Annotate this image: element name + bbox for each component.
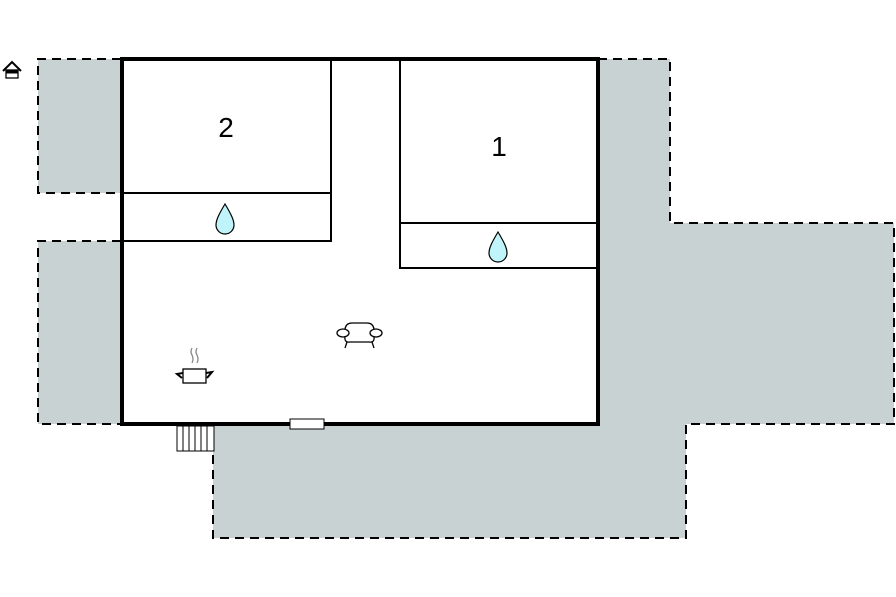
room-bedroom-1 — [399, 59, 598, 269]
stairs-icon — [176, 425, 215, 452]
room-label-2: 2 — [218, 112, 234, 143]
terrace-left-top — [37, 58, 121, 194]
sofa-icon — [336, 322, 383, 349]
terrace-left-bottom — [37, 240, 121, 425]
cooking-pot-icon — [174, 347, 215, 384]
water-drop-icon — [215, 202, 235, 235]
water-drop-icon — [488, 230, 508, 263]
room-bedroom-2 — [122, 59, 332, 242]
door-icon — [289, 418, 325, 430]
room-label-1: 1 — [491, 131, 507, 162]
house-north-icon — [2, 60, 22, 79]
